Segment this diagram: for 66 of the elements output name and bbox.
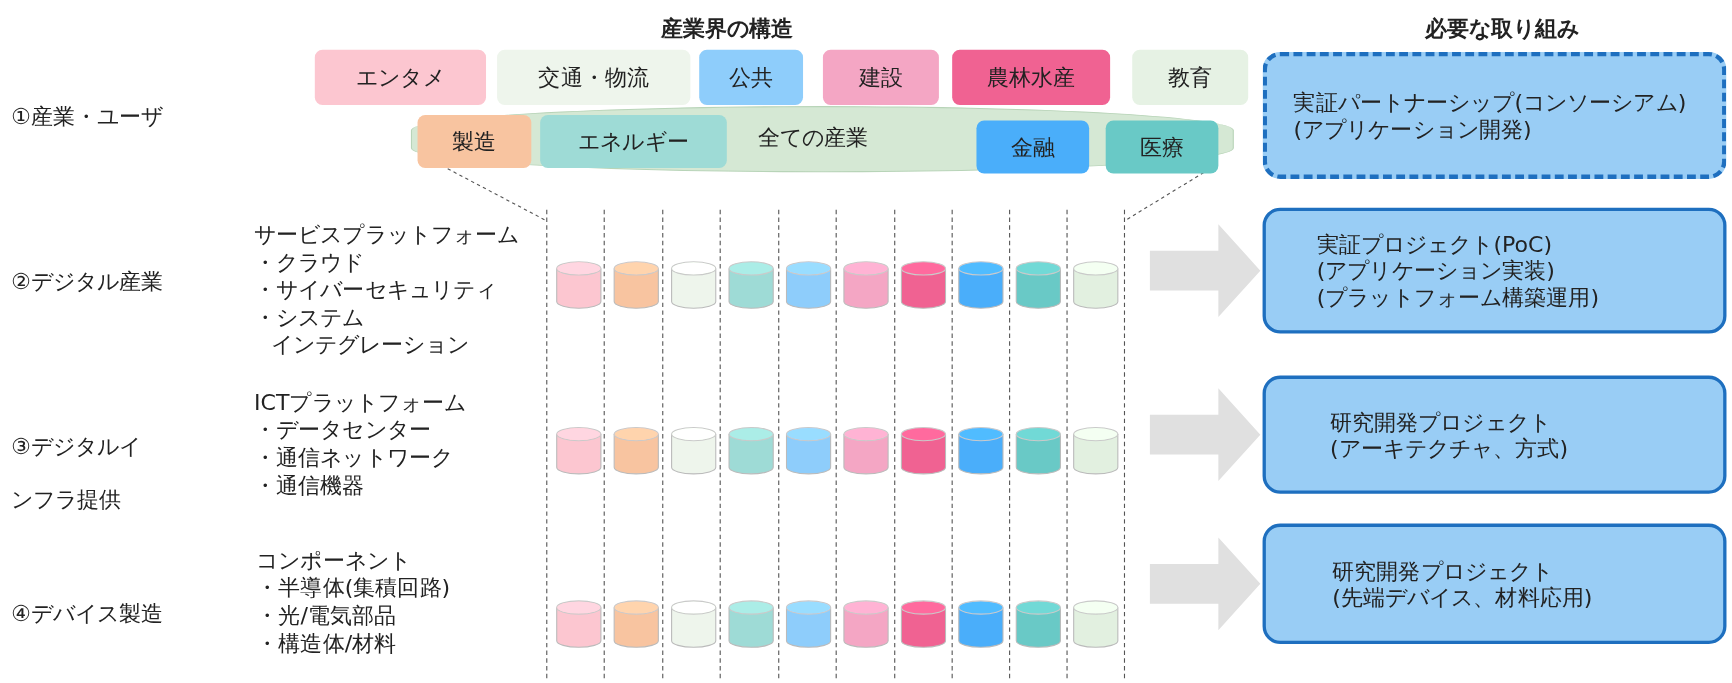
bullet-text: ・システム [254,303,365,331]
bullet-text: ・通信機器 [254,471,365,499]
block-arrow [1149,388,1261,482]
cylinder-icon [957,260,1005,310]
cylinder-icon [785,599,832,649]
cylinder-icon [555,599,602,649]
cylinder-icon [670,426,717,475]
bullet-text: ・サイバーセキュリティ [254,276,498,303]
cylinder-icon [727,599,775,649]
bullet-text: ・通信ネットワーク [254,444,453,471]
cylinder-icon [613,260,660,310]
industry-tag: エンタメ [314,49,486,105]
row-label: ③デジタルインフラ提供 [11,432,143,515]
cylinder-icon [1015,599,1062,649]
bullet-text: ・半導体(集積回路) [256,574,451,601]
initiative-box: 実証パートナーシップ(コンソーシアム) (アプリケーション開発) [1262,51,1727,179]
bullet-text: ・データセンター [254,416,431,443]
cylinder-icon [842,426,890,475]
cylinder-icon [1072,599,1119,649]
cylinder-icon [670,599,717,649]
cylinder-icon [785,260,832,310]
industry-tag: 教育 [1132,49,1249,105]
cylinder-icon [957,426,1005,475]
industry-tag: エネルギー [540,114,727,168]
cylinder-icon [613,599,660,649]
industry-tag: 医療 [1105,120,1219,174]
cylinder-icon [1015,426,1062,475]
row-label: ①産業・ユーザ [11,102,164,130]
cylinder-icon [900,426,947,475]
cylinder-icon [555,426,602,475]
layer-text: サービスプラットフォーム [254,220,520,248]
cylinder-icon [900,260,947,310]
layer-text: コンポーネント [256,546,411,574]
bullet-text: ・クラウド [254,248,365,276]
cylinder-icon [785,426,832,475]
cylinder-icon [670,260,717,310]
industry-tag: 建設 [822,49,939,105]
row-label: ④デバイス製造 [11,599,164,627]
block-arrow [1149,224,1261,317]
initiative-box: 研究開発プロジェクト (先端デバイス、材料応用) [1262,523,1727,644]
bullet-text: ・光/電気部品 [256,602,397,629]
band-label: 全ての産業 [757,122,869,153]
block-arrow [1149,537,1261,631]
industry-tag: 製造 [417,114,532,168]
layer-text: ICTプラットフォーム [254,388,467,416]
cylinder-icon [1072,426,1119,475]
industry-tag: 交通・物流 [497,49,691,105]
row-label: ②デジタル産業 [11,268,164,295]
cylinder-icon [613,426,660,475]
cylinder-icon [842,599,890,649]
cylinder-icon [842,260,890,310]
initiative-box: 研究開発プロジェクト (アーキテクチャ、方式) [1262,375,1727,494]
bullet-text: インテグレーション [270,331,470,358]
bullet-text: ・構造体/材料 [256,629,397,657]
cylinder-icon [1072,260,1119,310]
industry-tag: 農林水産 [952,49,1111,105]
initiative-box: 実証プロジェクト(PoC) (アプリケーション実装) (プラットフォーム構築運用) [1262,207,1727,334]
cylinder-icon [1015,260,1062,310]
cylinder-icon [900,599,947,649]
cylinder-icon [555,260,602,310]
industry-tag: 金融 [976,120,1090,174]
cylinder-icon [957,599,1005,649]
industry-tag: 公共 [699,49,804,105]
cylinder-icon [727,260,775,310]
cylinder-icon [727,426,775,475]
heading: 産業界の構造 [660,15,794,42]
